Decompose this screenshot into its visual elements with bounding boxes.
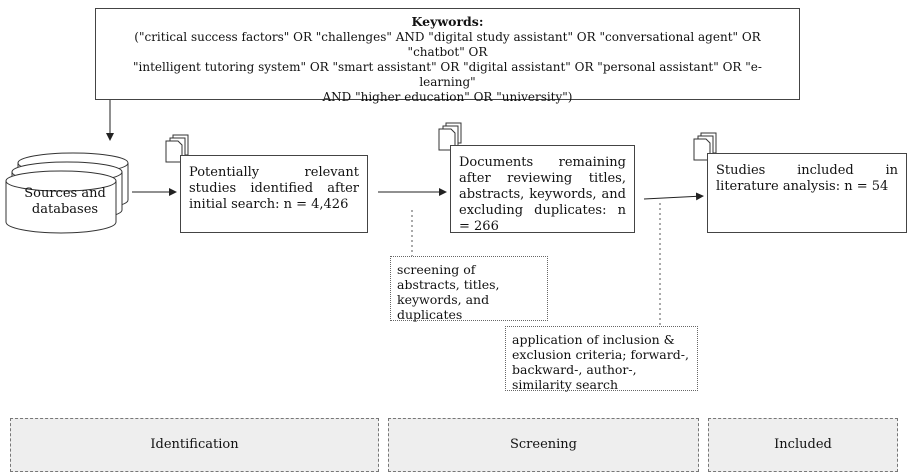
inclusion-criteria-note: application of inclusion & exclusion cri…: [505, 326, 698, 392]
keywords-box: Keywords: ("critical success factors" OR…: [95, 8, 800, 104]
included-studies-box: Studies included in literature analysis:…: [707, 153, 907, 233]
keywords-line: "intelligent tutoring system" OR "smart …: [133, 60, 762, 89]
phase-identification-label: Identification: [150, 437, 239, 452]
identified-studies-box: Potentially relevant studies identified …: [180, 155, 368, 233]
keywords-title: Keywords:: [411, 14, 484, 29]
phase-identification: Identification: [10, 418, 379, 472]
phase-screening-label: Screening: [509, 437, 577, 452]
screening-note-text: screening of abstracts, titles, keywords…: [397, 262, 500, 322]
keywords-line: ("critical success factors" OR "challeng…: [134, 30, 761, 59]
phase-included-label: Included: [774, 437, 832, 452]
phase-screening: Screening: [388, 418, 699, 472]
arrow-remaining-to-included: [643, 192, 704, 201]
document-stack-icon: [438, 122, 462, 151]
identified-studies-text: Potentially relevant studies identified …: [189, 165, 359, 212]
keywords-line: AND "higher education" OR "university"): [322, 90, 573, 104]
phase-included: Included: [708, 418, 898, 472]
database-stack-icon: [5, 152, 129, 234]
screening-note: screening of abstracts, titles, keywords…: [390, 256, 548, 322]
inclusion-criteria-note-text: application of inclusion & exclusion cri…: [512, 332, 689, 392]
remaining-documents-text: Documents remaining after reviewing titl…: [459, 155, 626, 234]
included-studies-text: Studies included in literature analysis:…: [716, 163, 898, 194]
sources-label: Sources and databases: [24, 186, 106, 217]
document-stack-icon: [693, 132, 717, 161]
diagram-graphics: [5, 100, 717, 326]
remaining-documents-box: Documents remaining after reviewing titl…: [450, 145, 635, 234]
